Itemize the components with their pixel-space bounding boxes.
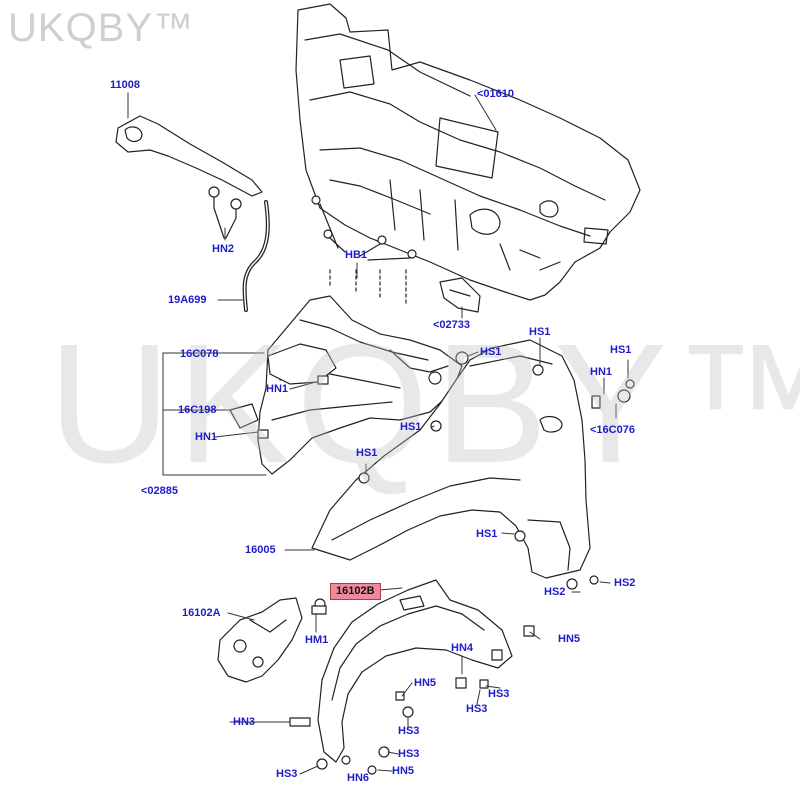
- label-hn1-upper: HN1: [266, 383, 289, 395]
- label-hn5-bottom: HN5: [392, 765, 415, 777]
- label-hn3: HN3: [233, 716, 256, 728]
- hose-19a699: [242, 200, 270, 312]
- label-hs1-apron: HS1: [480, 346, 502, 358]
- brand-mark: UKQBY™: [8, 6, 195, 50]
- fasteners: [257, 351, 635, 615]
- label-hs3-mid: HS3: [466, 703, 488, 715]
- bracket-16c078: [267, 343, 337, 385]
- label-16c076: <16C076: [590, 424, 635, 436]
- label-hs3-left: HS3: [276, 768, 298, 780]
- label-16c078: 16C078: [180, 348, 219, 360]
- label-01610: <01610: [477, 88, 515, 100]
- label-hs2-right: HS2: [614, 577, 636, 589]
- apron-02885: [257, 295, 463, 475]
- label-hs1-arch: HS1: [476, 528, 498, 540]
- label-hs1-right: HS1: [610, 344, 632, 356]
- label-hs3-bottom: HS3: [398, 748, 420, 760]
- splash-shield-16102a: [217, 597, 303, 683]
- label-hs1-mid: HS1: [400, 421, 422, 433]
- label-hm1: HM1: [305, 634, 329, 646]
- clips-hn2: [208, 186, 242, 239]
- leader-lines: [127, 92, 629, 775]
- fender-16005: [311, 339, 591, 579]
- label-hn6: HN6: [347, 772, 370, 784]
- label-16c198: 16C198: [178, 404, 217, 416]
- label-hs1-top: HS1: [529, 326, 551, 338]
- bulkhead-panel: [295, 3, 641, 301]
- label-02733: <02733: [433, 319, 471, 331]
- label-hn4: HN4: [451, 642, 474, 654]
- duct-11008: [115, 115, 263, 197]
- label-16005: 16005: [245, 544, 276, 556]
- label-16102b-highlighted: 16102B: [330, 583, 381, 600]
- label-hs2-left: HS2: [544, 586, 566, 598]
- label-hs3-lower: HS3: [398, 725, 420, 737]
- label-hn2: HN2: [212, 243, 235, 255]
- bracket-02733: [439, 277, 481, 313]
- label-16102a: 16102A: [182, 607, 221, 619]
- label-hs1-fender: HS1: [356, 447, 378, 459]
- label-19a699: 19A699: [168, 294, 207, 306]
- label-hb1: HB1: [345, 249, 368, 261]
- label-hn5-mid: HN5: [414, 677, 437, 689]
- label-hn5-right: HN5: [558, 633, 581, 645]
- clips-hb1: [311, 195, 417, 307]
- label-hs3-right: HS3: [488, 688, 510, 700]
- wheel-liner-16102b: [317, 579, 513, 763]
- bracket-16c198: [229, 403, 259, 429]
- label-02885: <02885: [141, 485, 179, 497]
- label-hn1-lower: HN1: [195, 431, 218, 443]
- label-hn1-right: HN1: [590, 366, 613, 378]
- label-11008: 11008: [110, 79, 140, 91]
